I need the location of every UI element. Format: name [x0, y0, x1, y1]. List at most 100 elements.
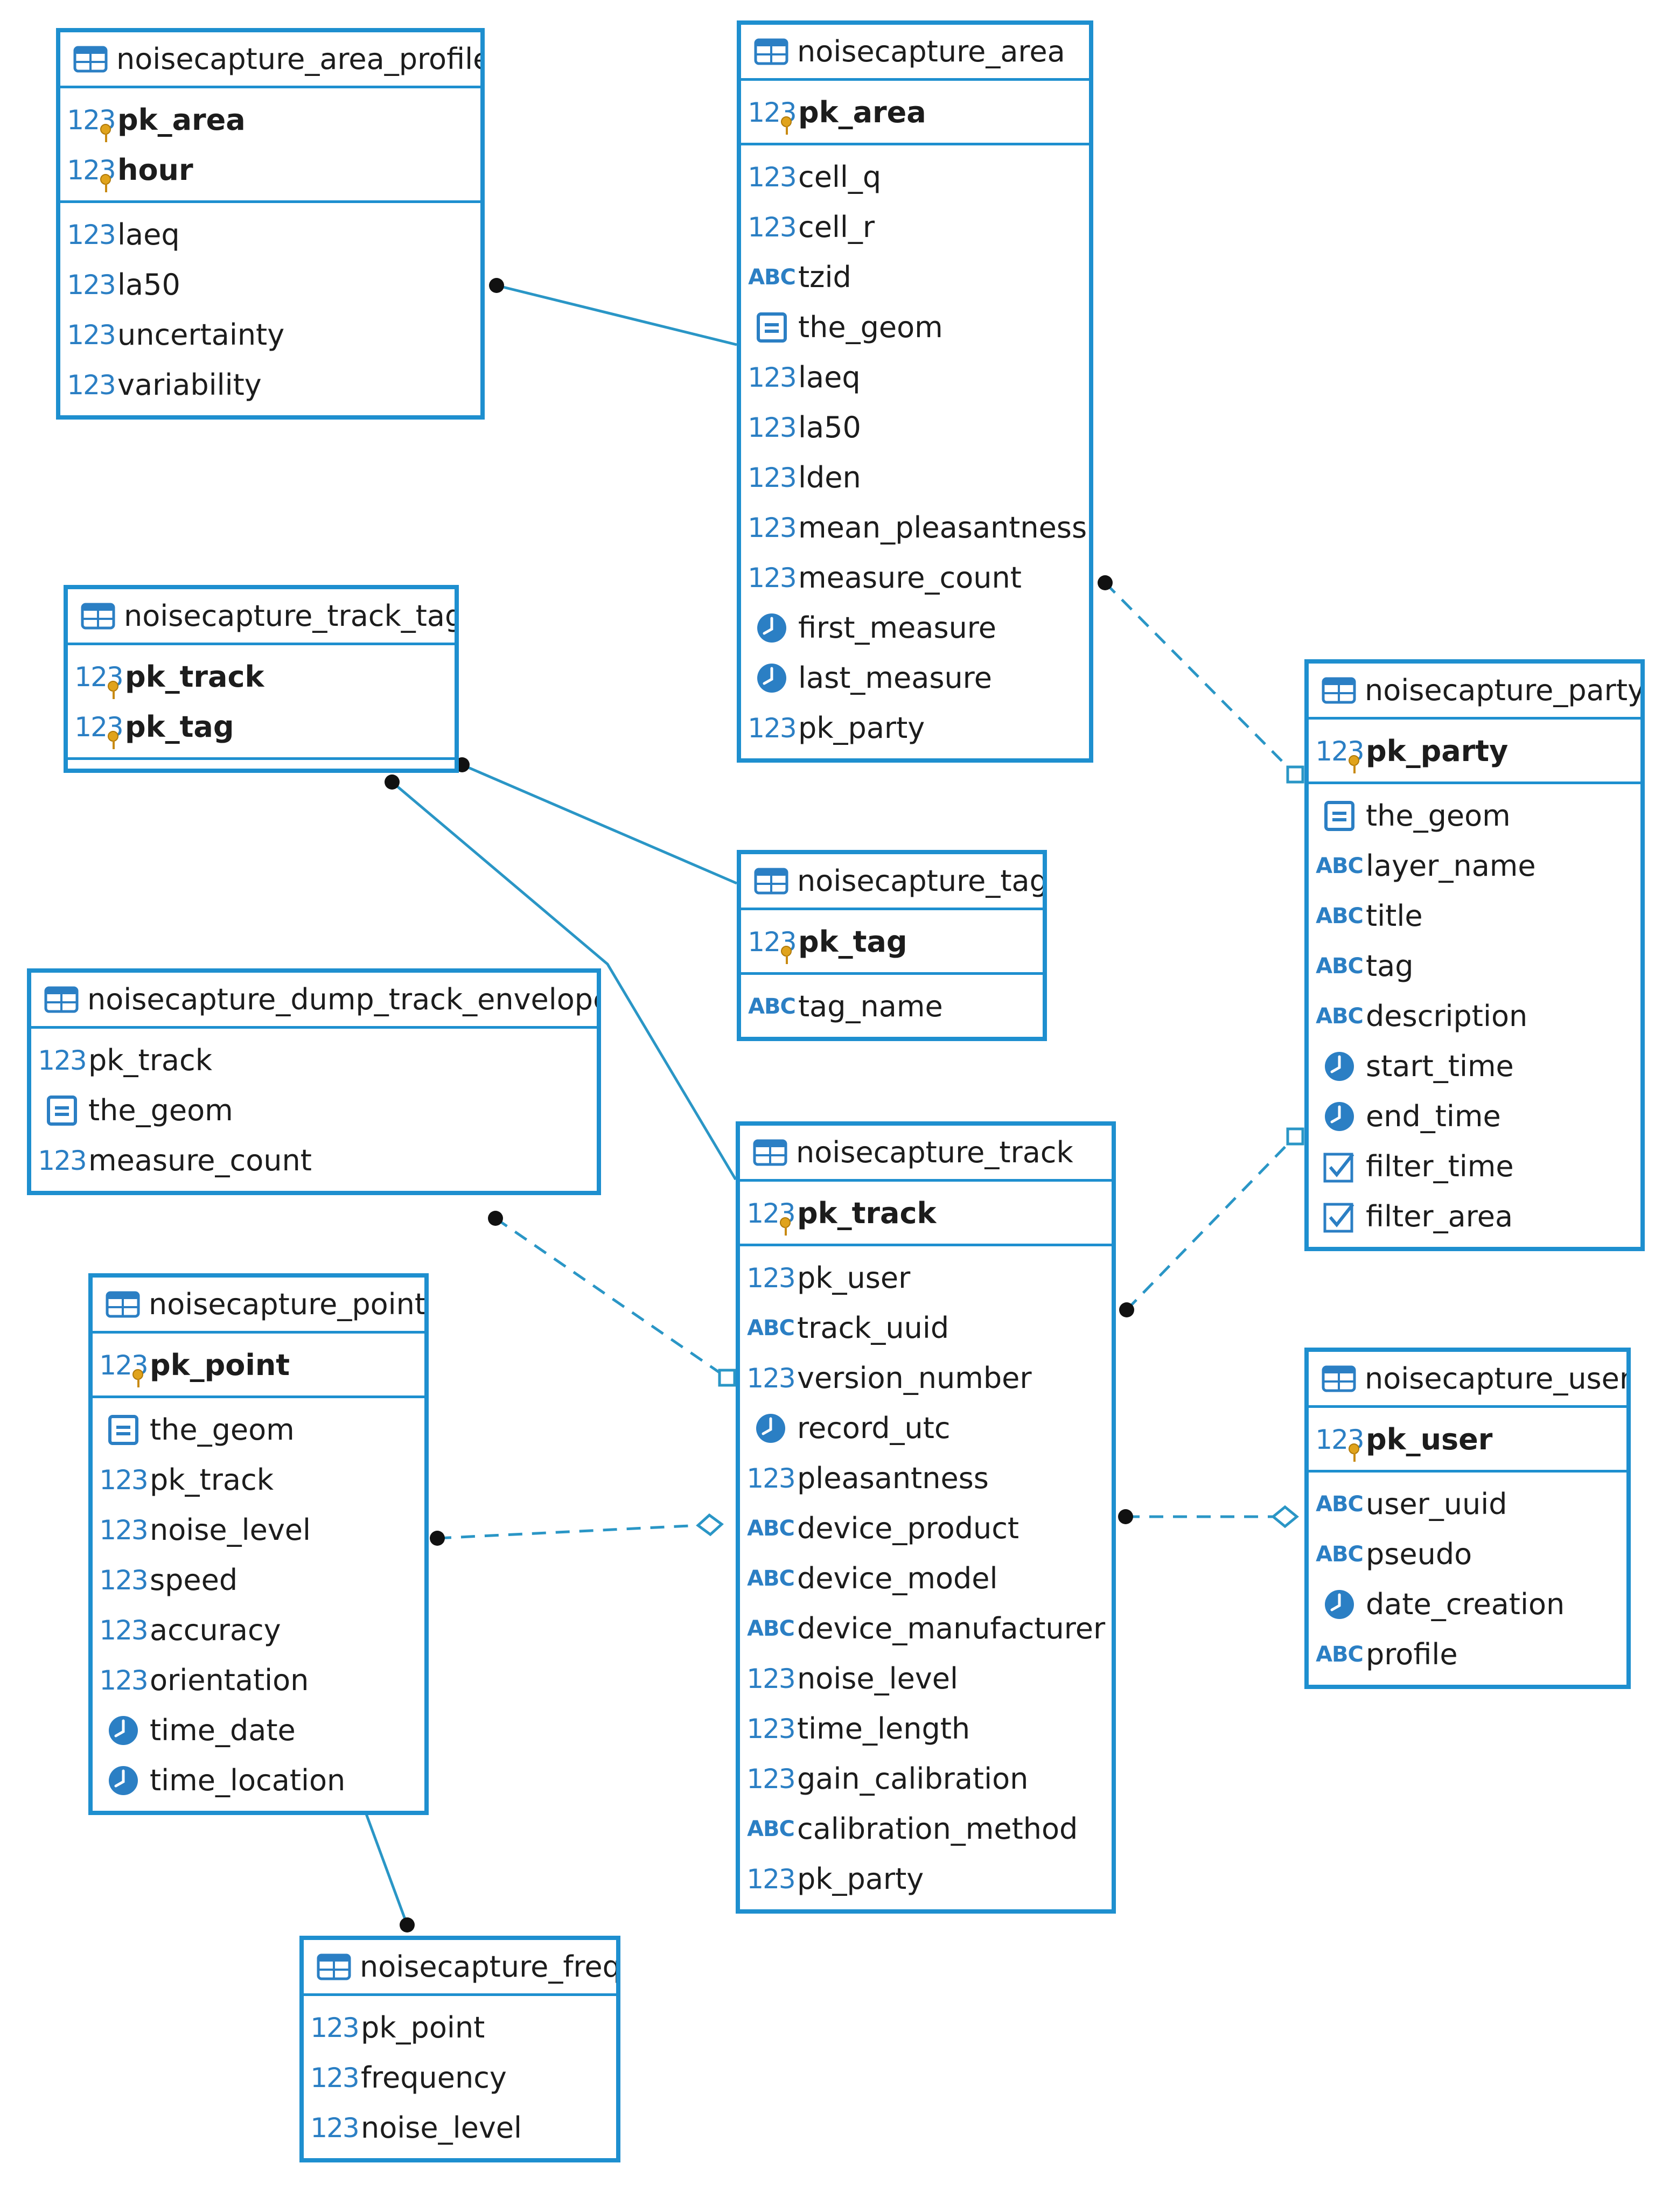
relation-line-point-to-track[interactable]	[437, 1523, 722, 1540]
table-header[interactable]: noisecapture_track	[740, 1126, 1112, 1182]
relation-line-track-tag-to-tag[interactable]	[462, 763, 737, 885]
column-row[interactable]: filter_time	[1309, 1141, 1640, 1191]
table-header[interactable]: noisecapture_track_tag	[68, 589, 455, 645]
table-header[interactable]: noisecapture_tag	[741, 854, 1043, 910]
relation-line-track-tag-to-track[interactable]	[391, 781, 737, 1181]
table-header[interactable]: noisecapture_dump_track_envelope	[31, 973, 597, 1029]
relation-line-track-to-party[interactable]	[1126, 1135, 1296, 1311]
column-row[interactable]: date_creation	[1309, 1579, 1626, 1629]
column-row[interactable]: the_geom	[1309, 791, 1640, 841]
table-header[interactable]: noisecapture_area_profile	[60, 32, 480, 88]
column-row[interactable]: time_date	[93, 1705, 424, 1755]
column-row[interactable]: first_measure	[741, 603, 1089, 653]
checkbox-icon	[1318, 1199, 1360, 1234]
column-row[interactable]: the_geom	[741, 302, 1089, 352]
column-row[interactable]: start_time	[1309, 1041, 1640, 1091]
column-row[interactable]: the_geom	[31, 1085, 597, 1135]
relation-line-area-to-party[interactable]	[1104, 582, 1296, 776]
column-row[interactable]: record_utc	[740, 1403, 1112, 1453]
column-row[interactable]: last_measure	[741, 653, 1089, 703]
column-row[interactable]: time_location	[93, 1755, 424, 1805]
column-row[interactable]: filter_area	[1309, 1191, 1640, 1241]
numeric-type-label: 123	[67, 269, 116, 301]
table-header[interactable]: noisecapture_user	[1309, 1352, 1626, 1408]
column-name: uncertainty	[117, 318, 285, 352]
relation-line-dump-envelope-to-track[interactable]	[494, 1217, 728, 1379]
table-header[interactable]: noisecapture_party	[1309, 664, 1640, 720]
numeric-type-icon: 123	[67, 267, 116, 303]
column-row[interactable]: end_time	[1309, 1091, 1640, 1141]
table-header[interactable]: noisecapture_area	[741, 25, 1089, 81]
relation-line-point-to-freq[interactable]	[365, 1813, 409, 1925]
relation-line-area-profile-to-area[interactable]	[496, 284, 737, 346]
table-header[interactable]: noisecapture_point	[93, 1278, 424, 1334]
table-header[interactable]: noisecapture_freq	[304, 1940, 616, 1996]
column-row[interactable]: the_geom	[93, 1405, 424, 1455]
